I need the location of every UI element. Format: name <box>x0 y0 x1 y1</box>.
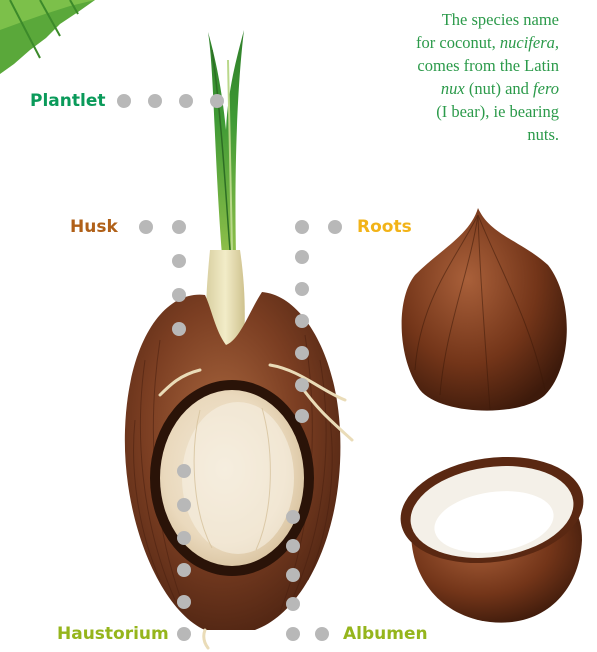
roots-label: Roots <box>357 217 412 237</box>
albumen-label: Albumen <box>343 624 428 644</box>
plantlet-label: Plantlet <box>30 91 105 111</box>
halved-nut-figure <box>394 446 591 623</box>
whole-nut-figure <box>402 208 567 411</box>
caption-line-5: (I bear), ie bearing <box>309 100 559 123</box>
palm-frond <box>0 0 95 74</box>
caption-line-4: nux (nut) and fero <box>309 77 559 100</box>
caption-line-1: The species name <box>309 8 559 31</box>
caption-line-2: for coconut, nucifera, <box>309 31 559 54</box>
husk-label: Husk <box>70 217 118 237</box>
caption-line-3: comes from the Latin <box>309 54 559 77</box>
caption-line-6: nuts. <box>309 123 559 146</box>
haustorium-label: Haustorium <box>57 624 169 644</box>
species-caption: The species name for coconut, nucifera, … <box>309 8 559 146</box>
